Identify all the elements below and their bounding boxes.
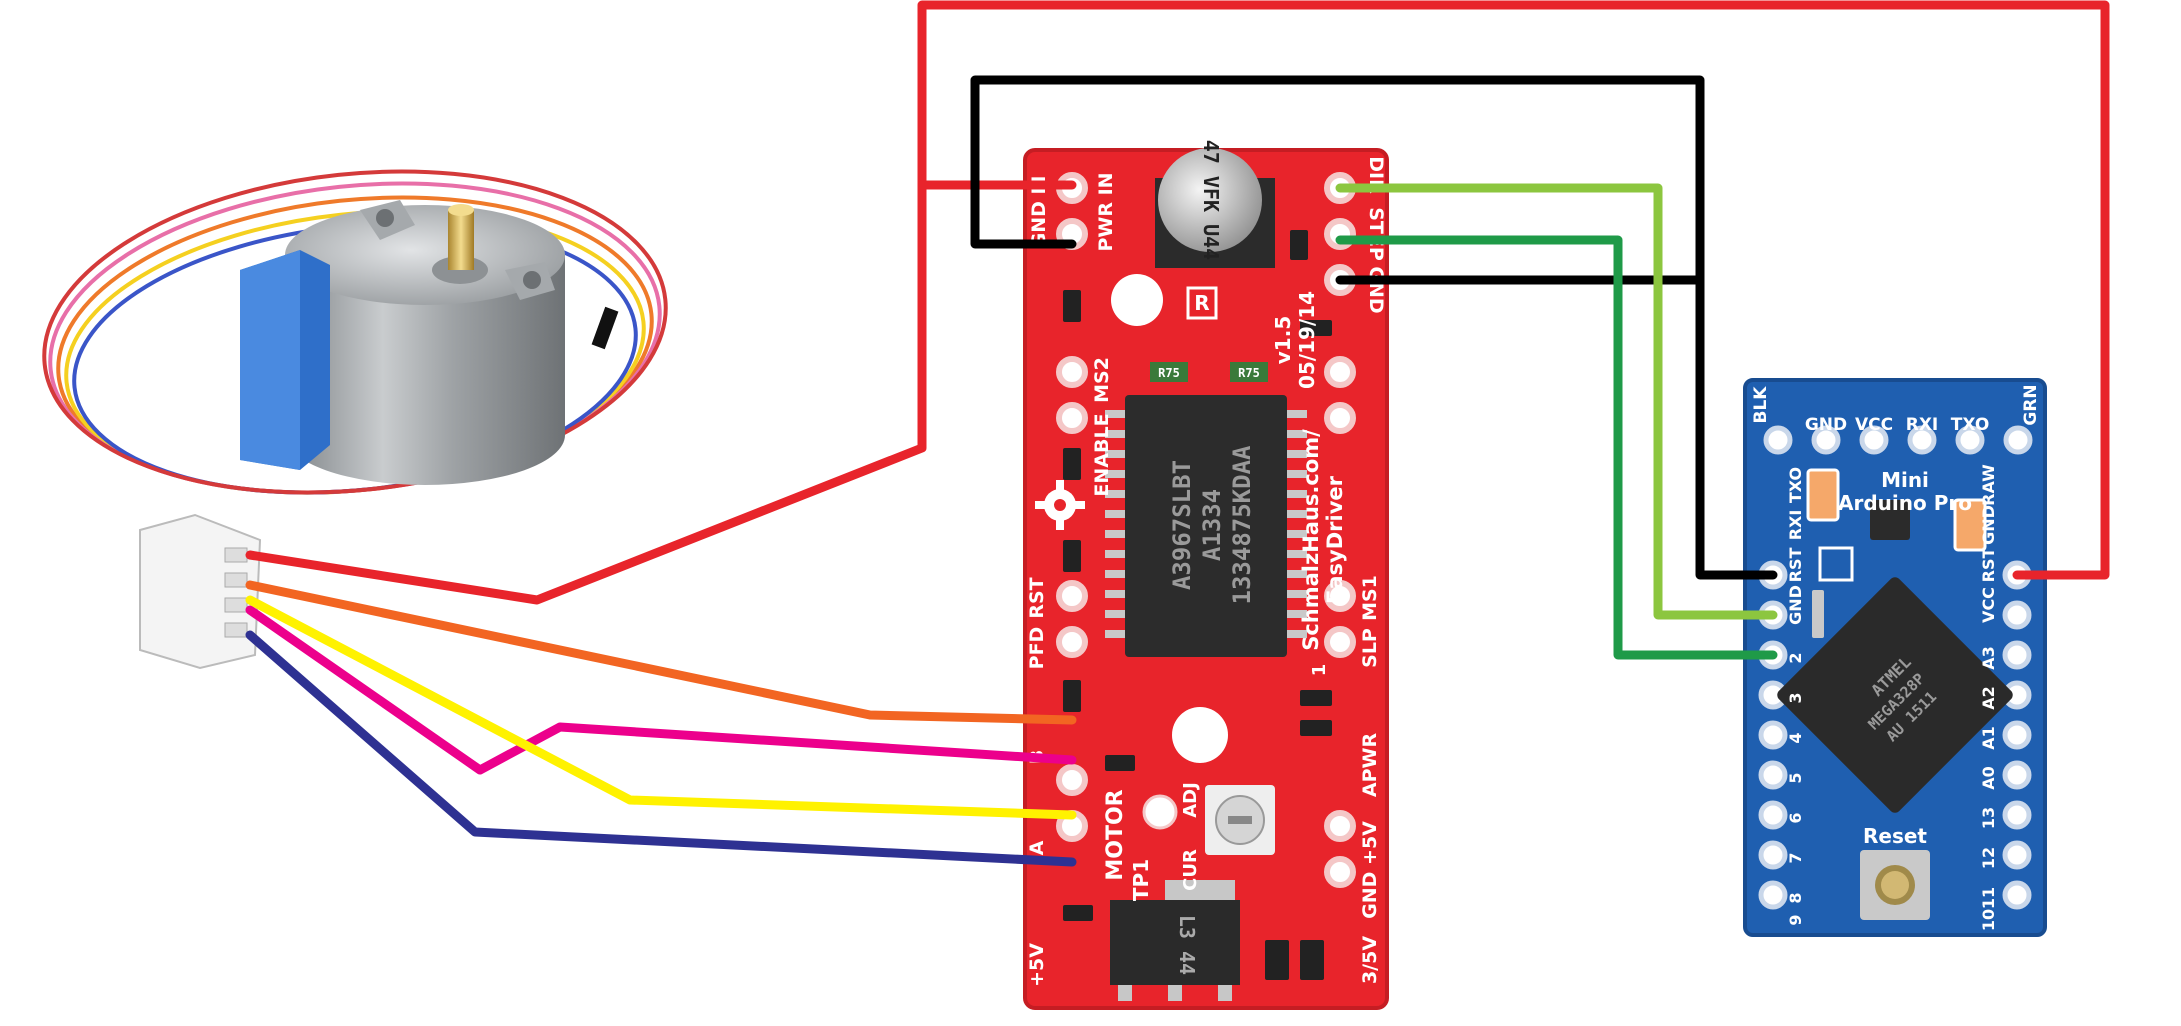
wires [245,0,2110,867]
right-pin-label: 12 [1979,847,1998,869]
right-pin-label: VCC [1979,587,1998,623]
motor-connector [139,513,262,670]
right-pin-label: RAW [1979,464,1998,506]
right-pin-label: RST [1979,548,1998,583]
wire-dir [1335,235,1778,660]
right-pin-label: A3 [1979,646,1998,670]
wire-coil-blue [245,630,1077,867]
label-cur: CUR [1180,849,1201,891]
label-gnd-plus5v: GND +5V [1359,821,1381,919]
easydriver-board: 47 VFK U44 R75 R75 [1023,140,1389,1010]
right-pin-label: GND [1979,505,1998,545]
driver-pin-holes [1056,172,1356,888]
label-adj: ADJ [1180,782,1201,818]
label-a: A [1026,840,1048,855]
right-pin-label: A1 [1979,726,1998,750]
left-pin-label: GND [1786,585,1805,625]
left-pin-label: RST [1786,548,1805,583]
voltage-regulator: L3 44 [1110,880,1240,1001]
chip-text-3: 1334875KDAA [1228,445,1256,604]
reset-label: Reset [1863,824,1927,848]
arduino-right-header [2002,560,2032,910]
label-step: STEP [1365,207,1387,261]
label-pwr-in: PWR IN [1095,172,1117,251]
left-pin-label: 7 [1786,852,1805,863]
arduino-top-labels: BLK GND VCC RXI TXO GRN [1751,384,2041,435]
label-motor: MOTOR [1103,789,1128,880]
driver-silkscreen: PWR IN GND M DIR STEP GND v1.5 05/19/14 … [1026,156,1387,987]
label-gnd: GND [1365,266,1387,313]
motor-wire-bundle [42,169,668,495]
label-gnd-m: GND M [1028,176,1050,249]
label-tp1: TP1 [1129,859,1153,901]
driver-chip: A3967SLBT A1334 1334875KDAA [1105,395,1307,657]
label-ms1: MS1 [1359,575,1381,621]
top-pin-label: GRN [2021,384,2041,425]
label-slp: SLP [1359,628,1381,668]
electrolytic-capacitor: 47 VFK U44 [1155,140,1275,268]
right-pin-label: 13 [1979,807,1998,829]
atmega-chip: ATMEL MEGA328P AU 1511 [1777,577,2013,813]
label-enable: ENABLE [1091,413,1113,496]
resistor-r2: R75 [1238,366,1260,380]
top-pin-label: RXI [1906,415,1939,435]
wire-coil-orange [245,580,1077,725]
label-pin-one: 1 [1309,664,1330,677]
arduino-title-2: Arduino Pro [1838,491,1972,515]
top-pin-label: TXO [1951,415,1990,435]
right-pin-label: 10 [1979,909,1998,931]
label-name: EasyDriver [1323,475,1347,604]
smd-components [1063,230,1332,980]
top-pin-label: GND [1805,415,1847,435]
current-adjust-potentiometer [1142,785,1275,855]
left-pin-label: 6 [1786,812,1805,823]
left-pin-label: 3 [1786,692,1805,703]
gear-icon [1035,480,1085,530]
wire-ground-loop [970,75,1778,580]
right-pin-label: A0 [1979,766,1998,790]
label-apwr: APWR [1359,733,1381,798]
arduino-top-header [1763,425,2033,455]
arduino-right-labels: RAW GND RST VCC A3 A2 A1 A0 13 12 11 10 [1979,464,1998,931]
wire-coil-yellow [245,595,1077,820]
wire-coil-pink [245,605,1077,775]
left-pin-label: 8 [1786,892,1805,903]
left-pin-label: 5 [1786,772,1805,783]
left-pin-label: 4 [1786,732,1805,743]
right-pin-label: A2 [1979,686,1998,710]
left-pin-label: RXI [1786,510,1805,541]
regulator-label: L3 44 [1175,915,1199,975]
left-pin-label: TXO [1786,467,1805,503]
top-pin-label: VCC [1855,415,1893,435]
wire-power-vcc [245,0,2110,605]
label-ms2: MS2 [1091,357,1113,403]
resistor-r1: R75 [1158,366,1180,380]
chip-text-1: A3967SLBT [1168,460,1196,590]
right-pin-label: 11 [1979,887,1998,909]
top-pin-label: BLK [1751,386,1771,424]
arduino-left-labels: TXO RXI RST GND 2 3 4 5 6 7 8 9 [1786,467,1805,926]
label-pfd: PFD [1026,627,1048,670]
label-version: v1.5 [1271,316,1295,364]
left-pin-label: 2 [1786,652,1805,663]
schmalzhaus-logo: R [1194,291,1209,315]
label-plus5v: +5V [1026,943,1048,987]
arduino-left-header [1758,560,1788,910]
label-rst: RST [1026,577,1048,618]
arduino-title-1: Mini [1881,468,1929,492]
capacitor-label: 47 VFK U44 [1199,140,1223,260]
label-3-5v: 3/5V [1359,936,1381,984]
wire-step [1335,183,1778,620]
arduino-pro-mini-board: ATMEL MEGA328P AU 1511 Reset Mini Arduin… [1743,378,2047,937]
label-date: 05/19/14 [1295,291,1319,389]
label-url: SchmalzHaus.com/ [1299,429,1323,651]
stepper-motor [42,169,668,670]
reset-button [1860,850,1930,920]
chip-text-2: A1334 [1198,489,1226,561]
left-pin-label: 9 [1786,914,1805,925]
